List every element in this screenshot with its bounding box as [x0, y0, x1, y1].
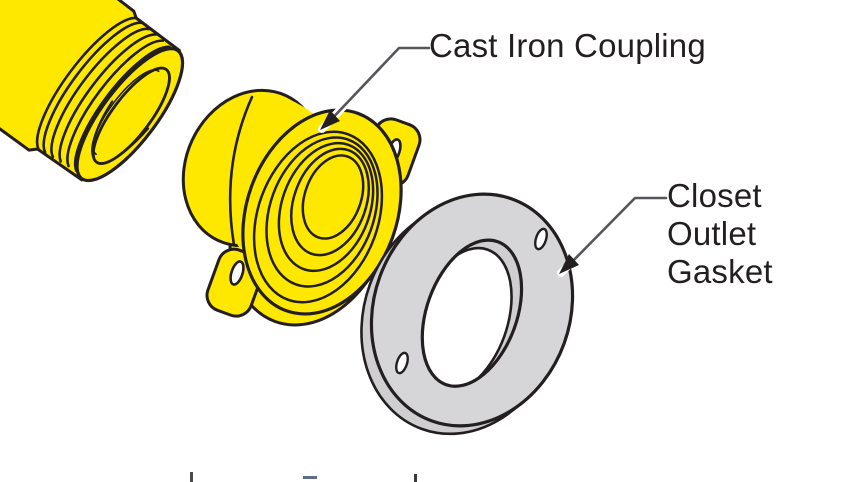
cropped-text-fragment — [190, 472, 193, 482]
gasket-arrowhead — [559, 254, 579, 274]
coupling-leader-line — [324, 46, 431, 127]
gasket-leader-casing — [557, 194, 670, 277]
pipe-bore-depth — [92, 69, 160, 156]
cast-iron-coupling-illustration — [181, 88, 422, 327]
pipe-threads — [35, 16, 171, 172]
coupling-arrowhead — [320, 110, 340, 130]
cropped-text-fragment — [414, 474, 417, 482]
closet-outlet-gasket-illustration — [360, 192, 575, 436]
cropped-text-fragment — [303, 476, 317, 479]
gasket-leader-line — [563, 196, 668, 271]
gasket-hole-top — [534, 227, 548, 251]
coupling-ear-slot-bottom — [229, 260, 245, 286]
callout-leaders — [318, 44, 670, 277]
pipe-bore — [91, 66, 171, 165]
coupling-leader-casing — [318, 44, 433, 133]
gasket-label: Closet Outlet Gasket — [667, 177, 773, 290]
coupling-label: Cast Iron Coupling — [429, 27, 706, 64]
coupling-hub-crease — [228, 95, 254, 247]
gasket-hole-bottom — [395, 351, 409, 375]
gasket-front-face — [369, 192, 575, 428]
threaded-pipe-illustration — [0, 0, 185, 183]
